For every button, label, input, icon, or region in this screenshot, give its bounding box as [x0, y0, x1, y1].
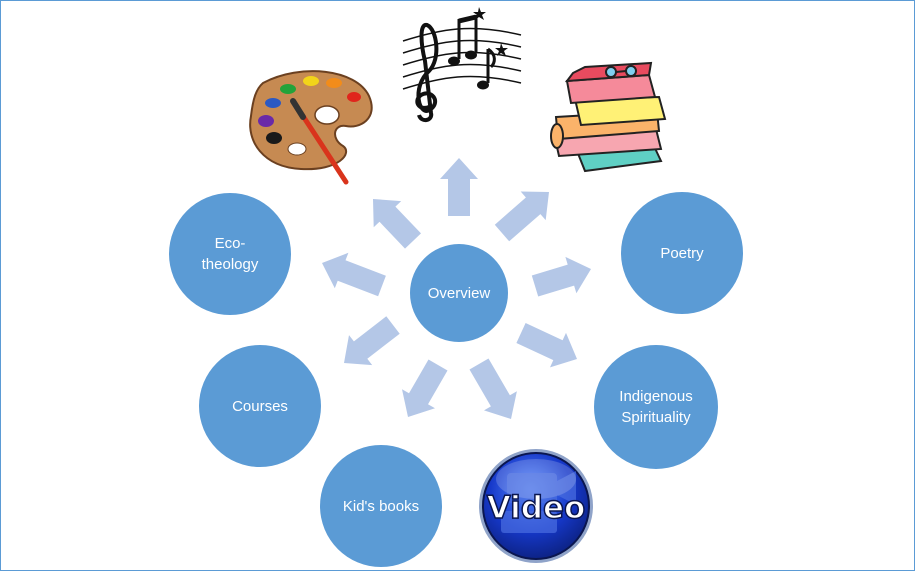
video-camera-icon: [501, 471, 576, 533]
courses-node[interactable]: Courses: [199, 345, 321, 467]
kids-books-node[interactable]: Kid's books: [320, 445, 442, 567]
courses-label: Courses: [232, 397, 288, 415]
arrow-to-courses: [344, 316, 400, 366]
indigenous-label-line1: Indigenous: [619, 388, 693, 405]
kids-books-label: Kid's books: [342, 497, 420, 515]
arrow-to-poetry: [531, 256, 591, 297]
arrow-to-video: [469, 358, 517, 419]
art-palette-icon: [249, 70, 373, 185]
arrow-to-eco-theology: [322, 252, 386, 297]
video-label: Video: [487, 490, 586, 526]
arrow-to-kids-books: [402, 359, 448, 417]
overview-node[interactable]: Overview: [410, 244, 508, 342]
arrow-to-music: [440, 158, 478, 216]
indigenous-label-line2: Spirituality: [621, 409, 691, 426]
music-notes-icon: [402, 7, 522, 122]
books-stack-icon: [550, 61, 667, 173]
poetry-node[interactable]: Poetry: [621, 192, 743, 314]
overview-label: Overview: [427, 284, 491, 302]
arrow-to-indigenous: [516, 323, 577, 368]
eco-theology-label-line2: theology: [201, 256, 259, 273]
indigenous-spirituality-node[interactable]: Indigenous Spirituality: [594, 345, 718, 469]
video-button[interactable]: Video: [479, 449, 593, 563]
eco-theology-label-line1: Eco-: [214, 235, 246, 252]
eco-theology-node[interactable]: Eco- theology: [169, 193, 291, 315]
arrow-to-books: [494, 191, 549, 242]
arrow-to-art: [373, 199, 421, 249]
poetry-label: Poetry: [660, 244, 704, 262]
